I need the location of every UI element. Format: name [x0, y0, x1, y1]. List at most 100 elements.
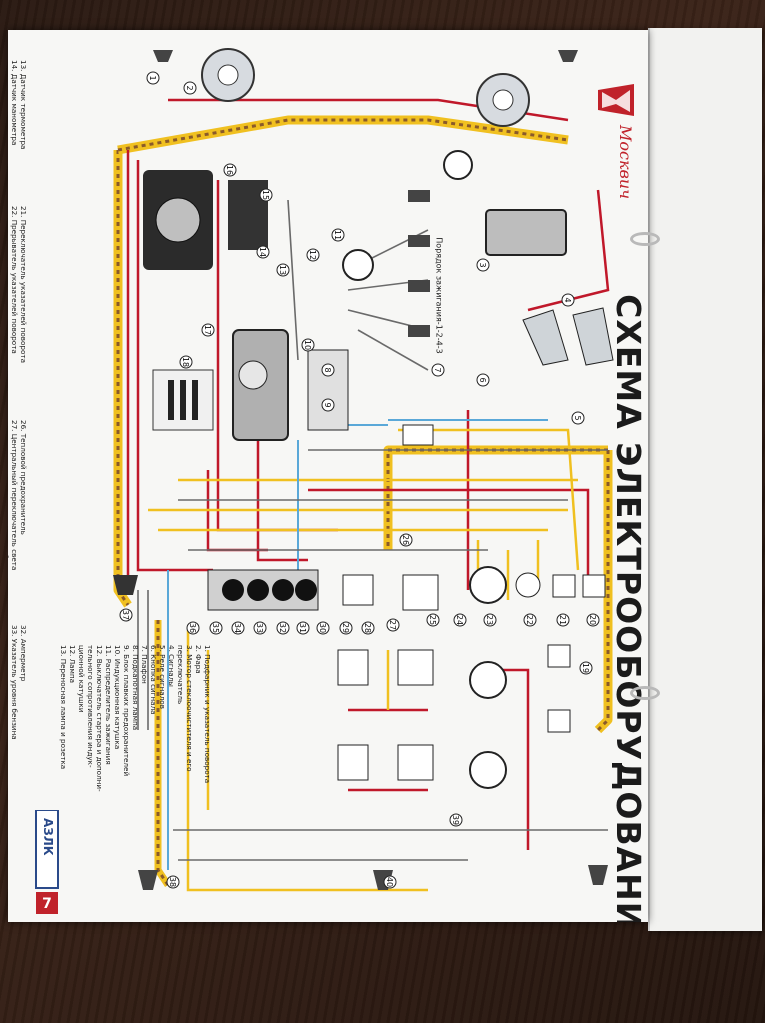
legend-entry: 11. Распределитель зажигания: [104, 645, 113, 765]
headlight-symbol: [201, 48, 255, 102]
battery-symbol: [152, 369, 214, 431]
legend-entry: 1. Подфарник и указатель поворота: [203, 645, 212, 784]
generator-symbol: [143, 170, 213, 270]
gray-wires: [137, 199, 608, 861]
svg-text:8: 8: [323, 367, 332, 372]
ignition-coil-symbol: [307, 349, 349, 431]
component-label: 21: [556, 613, 570, 627]
component-label: 7: [431, 363, 445, 377]
svg-text:36: 36: [188, 623, 197, 633]
legend-entry: 10. Индукционная катушка: [113, 645, 122, 750]
legend-entry: 7. Плафон: [140, 645, 149, 684]
legend-entry: 14. Датчик манометра: [10, 60, 19, 146]
svg-text:9: 9: [323, 402, 332, 407]
component-labels: 1 2 3 4 5 6 7 8 9 10 11 12 13 14 15 16 1…: [119, 71, 600, 889]
ignition-order-label: Порядок зажигания-1-2-4-3: [431, 210, 447, 380]
svg-text:14: 14: [258, 247, 267, 257]
rear-lamp-symbol: [588, 865, 608, 885]
component-label: 35: [209, 621, 223, 635]
parking-lamp-symbol: [558, 50, 578, 62]
component-label: 3: [476, 258, 490, 272]
svg-text:40: 40: [385, 877, 394, 887]
svg-text:28: 28: [363, 623, 372, 633]
component-label: 11: [331, 228, 345, 242]
component-label: 38: [166, 875, 180, 889]
switch-symbol: [402, 574, 439, 611]
component-label: 14: [256, 245, 270, 259]
legend-entry: 15. Реле-регулятор: [8, 60, 10, 134]
component-label: 26: [399, 533, 413, 547]
legend-entry: 4. Сигналы: [167, 645, 176, 687]
legend-entry: 13. Датчик термометра: [19, 60, 28, 150]
distributor-symbol: [342, 249, 374, 281]
component-label: 17: [201, 323, 215, 337]
legend-entry: 8. Подкапотная лампа: [131, 645, 140, 731]
switch-symbol: [397, 649, 434, 686]
svg-text:30: 30: [318, 623, 327, 633]
rear-lamp-symbol: [138, 870, 158, 890]
moskvich-logo-text: Москвич: [616, 124, 635, 199]
binder-ring: [630, 686, 660, 700]
component-label: 10: [301, 338, 315, 352]
page-title: СХЕМА ЭЛЕКТРООБОРУДОВАНИЯ: [606, 294, 648, 922]
legend-entry: 27. Центральный переключатель света: [10, 420, 19, 571]
legend-entry: 3. Мотор стеклоочистителя и его: [185, 645, 194, 772]
component-label: 23: [483, 613, 497, 627]
component-label: 28: [361, 621, 375, 635]
ignition-order-text: Порядок зажигания-1-2-4-3: [434, 236, 444, 354]
svg-text:1: 1: [148, 75, 157, 80]
switch-symbol: [397, 744, 434, 781]
component-label: 27: [386, 618, 400, 632]
component-label: 20: [586, 613, 600, 627]
svg-text:34: 34: [233, 623, 242, 633]
legend-entry: переключатель: [176, 645, 185, 705]
svg-text:17: 17: [203, 325, 212, 335]
svg-text:35: 35: [211, 623, 220, 633]
horn-symbol: [572, 307, 614, 366]
fuse-block-symbol: [402, 424, 434, 446]
svg-text:19: 19: [581, 663, 590, 673]
svg-text:25: 25: [428, 615, 437, 625]
svg-text:32: 32: [278, 623, 287, 633]
svg-text:33: 33: [255, 623, 264, 633]
headlight-symbol: [476, 73, 530, 127]
spark-plug-symbol: [408, 235, 430, 247]
parking-lamp-symbol: [153, 50, 173, 62]
component-symbols: [113, 48, 614, 890]
azlk-logo-text: АЗЛК: [41, 818, 55, 856]
component-label: 9: [321, 398, 335, 412]
component-label: 16: [223, 163, 237, 177]
svg-text:22: 22: [525, 615, 534, 625]
azlk-logo: АЗЛК 7: [28, 809, 68, 915]
component-label: 29: [339, 621, 353, 635]
legend-entry: 6. Кнопка сигнала: [149, 645, 158, 715]
legend-entry: 22. Прерыватель указателей поворота: [10, 206, 19, 354]
component-label: 22: [523, 613, 537, 627]
svg-text:23: 23: [485, 615, 494, 625]
svg-text:24: 24: [455, 615, 464, 625]
component-label: 5: [571, 411, 585, 425]
wiring-diagram-card: 1 2 3 4 5 6 7 8 9 10 11 12 13 14 15 16 1…: [8, 30, 648, 922]
component-label: 24: [453, 613, 467, 627]
svg-text:10: 10: [303, 340, 312, 350]
yellow-wires: [148, 428, 580, 892]
gauge-symbol: [469, 566, 507, 604]
foot-switch-symbol: [113, 575, 138, 595]
component-label: 15: [259, 188, 273, 202]
horn-symbol: [522, 309, 569, 366]
gauge-symbol: [515, 572, 541, 598]
component-label: 36: [186, 621, 200, 635]
component-label: 32: [276, 621, 290, 635]
switch-symbol: [547, 644, 571, 668]
blue-wires: [167, 419, 548, 870]
component-label: 18: [179, 355, 193, 369]
switch-symbol: [342, 574, 374, 606]
switch-symbol: [582, 574, 606, 598]
page-title-text: СХЕМА ЭЛЕКТРООБОРУДОВАНИЯ: [608, 293, 648, 922]
legend-entry: 9. Блок плавких предохранителей: [122, 645, 131, 777]
svg-text:13: 13: [278, 265, 287, 275]
legend-entry: 21. Переключатель указателей поворота: [19, 206, 28, 363]
svg-text:3: 3: [478, 262, 487, 267]
